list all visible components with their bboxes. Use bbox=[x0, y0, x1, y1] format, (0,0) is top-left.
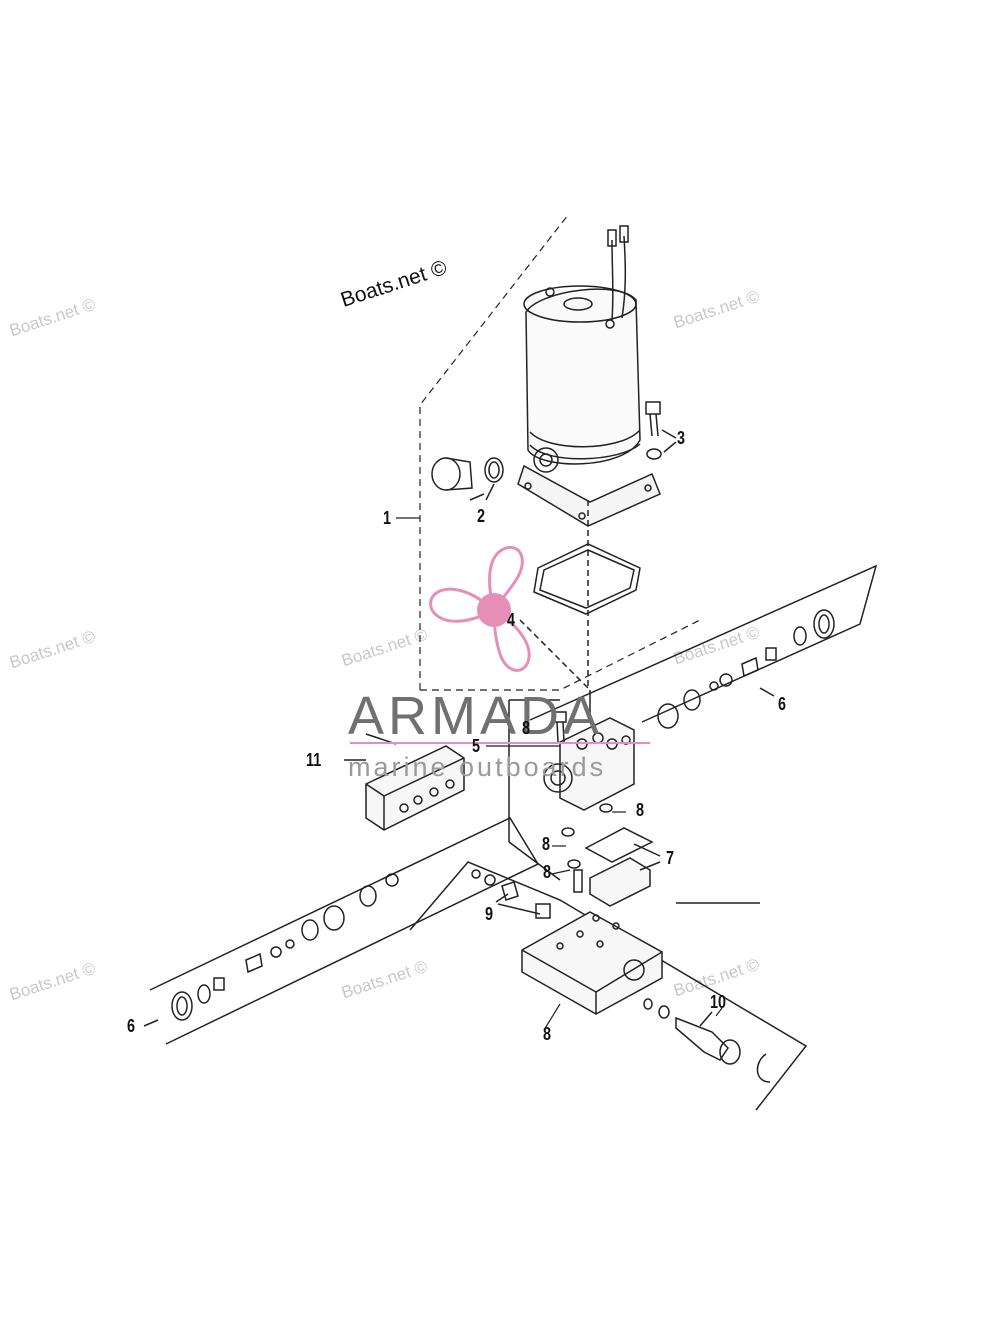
callout-8-screw: 8 bbox=[522, 718, 531, 738]
callout-2: 2 bbox=[477, 506, 486, 526]
brand-tagline: marine outboards bbox=[348, 752, 607, 782]
callout-7: 7 bbox=[666, 848, 675, 868]
callout-8-seal: 8 bbox=[542, 834, 551, 854]
callout-8-washer: 8 bbox=[636, 800, 645, 820]
callout-4: 4 bbox=[507, 610, 516, 630]
manifold-11 bbox=[344, 733, 465, 831]
callout-9: 9 bbox=[485, 904, 494, 924]
screw-3 bbox=[645, 401, 677, 460]
filter-7 bbox=[573, 827, 661, 907]
callout-11: 11 bbox=[306, 750, 322, 770]
callout-10: 10 bbox=[710, 992, 727, 1012]
propeller-logo-icon bbox=[429, 545, 531, 672]
group-outline bbox=[419, 214, 701, 691]
base-plate-8 bbox=[409, 861, 808, 1111]
valve-assembly-6-upper bbox=[529, 564, 878, 729]
callout-leaders bbox=[396, 517, 723, 1031]
callout-6-upper: 6 bbox=[778, 694, 787, 714]
callout-6-lower: 6 bbox=[127, 1016, 136, 1036]
pump-motor bbox=[517, 225, 661, 527]
gasket-4 bbox=[519, 500, 641, 691]
valve-assembly-6-lower bbox=[143, 817, 540, 1045]
screw-8 bbox=[553, 711, 613, 869]
callout-8-plate: 8 bbox=[543, 1024, 552, 1044]
brand-name: ARMADA bbox=[348, 686, 604, 746]
plug-2 bbox=[431, 457, 504, 501]
valve-9 bbox=[471, 869, 551, 919]
brand-divider bbox=[350, 742, 650, 744]
callout-5: 5 bbox=[472, 736, 481, 756]
callout-3: 3 bbox=[677, 428, 686, 448]
callout-8-spring: 8 bbox=[543, 862, 552, 882]
valve-10 bbox=[643, 998, 771, 1083]
callout-1: 1 bbox=[383, 508, 392, 528]
